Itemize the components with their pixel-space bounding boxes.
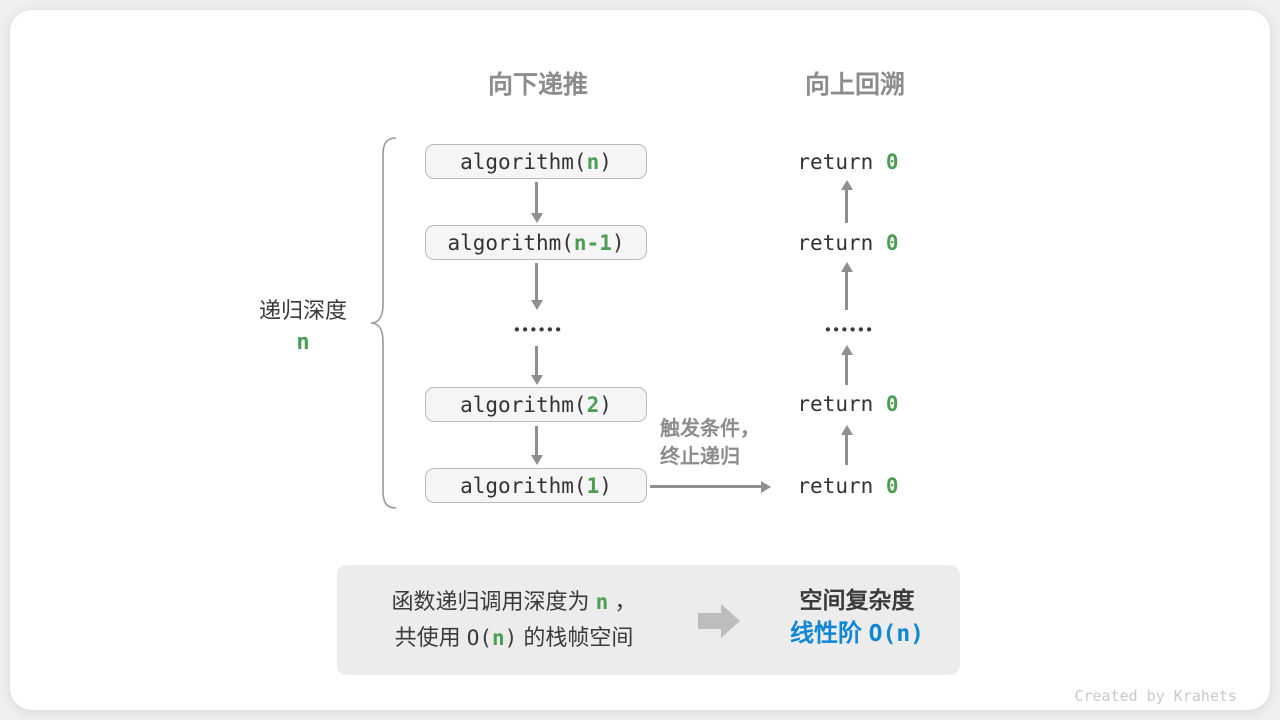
return-value: 0: [885, 474, 899, 498]
call-arg: 2: [586, 392, 600, 417]
return-line: return 0: [797, 474, 898, 498]
return-line: return 0: [797, 150, 898, 174]
header-downward-recursion: 向下递推: [487, 71, 589, 99]
implies-arrow-icon: [698, 604, 740, 638]
summary-text: ，: [608, 589, 637, 614]
return-value: 0: [885, 392, 899, 416]
up-arrow-icon: [845, 272, 848, 310]
diagram-card: 向下递推 向上回溯 递归深度 n algorithm(n) algorithm(…: [10, 10, 1270, 710]
call-box-1: algorithm(1): [425, 468, 647, 503]
summary-line2: 共使用 O(n) 的栈帧空间: [359, 620, 669, 656]
return-text: return: [797, 392, 886, 416]
up-arrow-icon: [845, 355, 848, 385]
recursion-depth-brace-icon: [370, 137, 397, 509]
trigger-note: 触发条件， 终止递归: [660, 415, 760, 471]
credit-text: Created by Krahets: [1074, 687, 1237, 705]
ellipsis-left: ••••••: [514, 321, 564, 339]
call-box-2: algorithm(2): [425, 387, 647, 422]
call-text: ): [599, 473, 612, 498]
call-text: ): [599, 392, 612, 417]
big-o-close: ): [504, 626, 518, 650]
depth-label: 递归深度: [258, 298, 347, 323]
depth-value: n: [296, 330, 310, 355]
up-arrow-icon: [845, 190, 848, 223]
return-text: return: [797, 231, 886, 255]
return-text: return: [797, 474, 886, 498]
ellipsis-right: ••••••: [825, 321, 875, 339]
return-line: return 0: [797, 231, 898, 255]
call-text: ): [611, 230, 625, 255]
call-text: ): [599, 149, 612, 174]
result-value: 线性阶 O(n): [737, 615, 977, 653]
return-value: 0: [885, 231, 899, 255]
summary-panel: 函数递归调用深度为 n ， 共使用 O(n) 的栈帧空间 空间复杂度 线性阶 O…: [337, 565, 960, 675]
big-o-n: n: [491, 626, 505, 650]
call-text: algorithm(: [460, 149, 587, 174]
trigger-note-line1: 触发条件，: [660, 418, 760, 440]
result-title: 空间复杂度: [799, 587, 915, 613]
down-arrow-icon: [535, 263, 538, 300]
header-upward-backtracking: 向上回溯: [804, 71, 906, 99]
big-o-open: O(: [466, 626, 492, 650]
depth-n: n: [595, 590, 609, 614]
result-big-o: O(n): [868, 621, 925, 647]
summary-text: 共使用: [394, 625, 467, 650]
call-text: algorithm(: [460, 473, 587, 498]
summary-result: 空间复杂度 线性阶 O(n): [737, 585, 977, 653]
down-arrow-icon: [535, 426, 538, 455]
return-value: 0: [885, 150, 899, 174]
down-arrow-icon: [535, 182, 538, 213]
summary-text: 的栈帧空间: [517, 625, 634, 650]
call-text: algorithm(: [460, 392, 587, 417]
summary-line1: 函数递归调用深度为 n ，: [359, 584, 669, 620]
call-arg: n: [586, 149, 600, 174]
return-line: return 0: [797, 392, 898, 416]
terminate-arrow-icon: [650, 485, 761, 488]
result-order-label: 线性阶: [789, 620, 869, 647]
down-arrow-icon: [535, 346, 538, 375]
trigger-note-line2: 终止递归: [660, 446, 740, 468]
summary-statement: 函数递归调用深度为 n ， 共使用 O(n) 的栈帧空间: [359, 584, 669, 656]
call-box-n-1: algorithm(n-1): [425, 225, 647, 260]
call-text: algorithm(: [447, 230, 574, 255]
call-arg: 1: [586, 473, 600, 498]
summary-text: 函数递归调用深度为: [391, 589, 596, 614]
call-arg: n-1: [573, 230, 612, 255]
return-text: return: [797, 150, 886, 174]
up-arrow-icon: [845, 435, 848, 465]
call-box-n: algorithm(n): [425, 144, 647, 179]
